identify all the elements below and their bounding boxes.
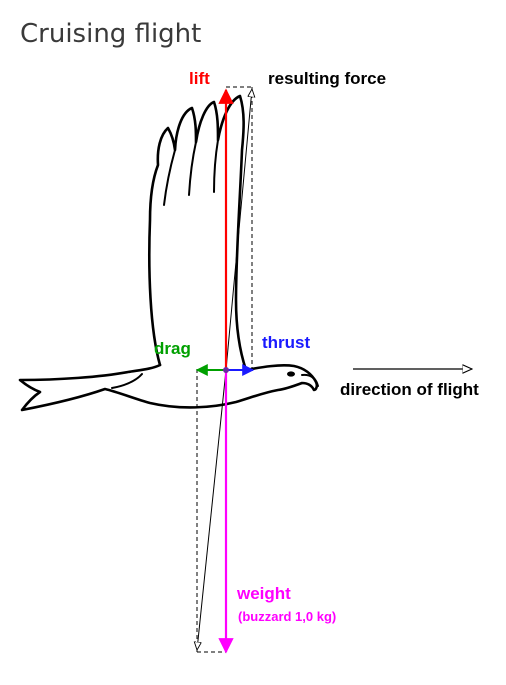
weight-label: weight	[236, 584, 291, 603]
resulting-force-label: resulting force	[268, 69, 386, 88]
buzzard-outline-icon	[18, 94, 319, 412]
drag-label: drag	[154, 339, 191, 358]
diagram-title: Cruising flight	[20, 19, 201, 49]
lift-label: lift	[189, 69, 210, 88]
thrust-label: thrust	[262, 333, 311, 352]
weight-note-label: (buzzard 1,0 kg)	[238, 609, 336, 624]
resulting-force-arrow-down	[197, 369, 227, 650]
direction-of-flight-label: direction of flight	[340, 380, 479, 399]
bird-eye	[287, 371, 295, 377]
resulting-force-arrow-up	[225, 89, 252, 371]
center-of-gravity-dot	[223, 367, 229, 373]
